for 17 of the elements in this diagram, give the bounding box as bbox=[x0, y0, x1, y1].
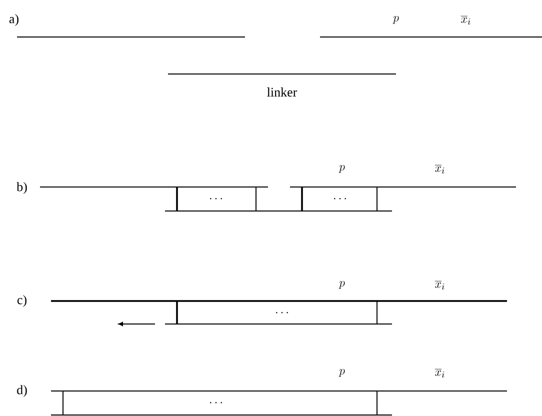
ellipsis: $\cdots$ bbox=[210, 402, 222, 404]
panel-label: c) bbox=[17, 295, 26, 307]
panel-label: d) bbox=[17, 385, 27, 397]
panel-label: b) bbox=[16, 182, 27, 194]
strand-label: linker bbox=[267, 87, 298, 97]
variable-label: $\overline{x}_i$ bbox=[460, 16, 470, 25]
variable-label: $\overline{x}_i$ bbox=[434, 281, 444, 290]
panel-label: a) bbox=[9, 14, 18, 26]
variable-label: $p$ bbox=[392, 16, 399, 24]
variable-label: $\overline{x}_i$ bbox=[434, 165, 444, 174]
ellipsis: $\cdots$ bbox=[210, 198, 222, 200]
ellipsis: $\cdots$ bbox=[276, 312, 288, 314]
variable-label: $p$ bbox=[338, 281, 345, 289]
ellipsis: $\cdots$ bbox=[334, 198, 346, 200]
variable-label: $\overline{x}_i$ bbox=[434, 369, 444, 378]
variable-label: $p$ bbox=[338, 369, 345, 377]
variable-label: $p$ bbox=[338, 165, 345, 173]
